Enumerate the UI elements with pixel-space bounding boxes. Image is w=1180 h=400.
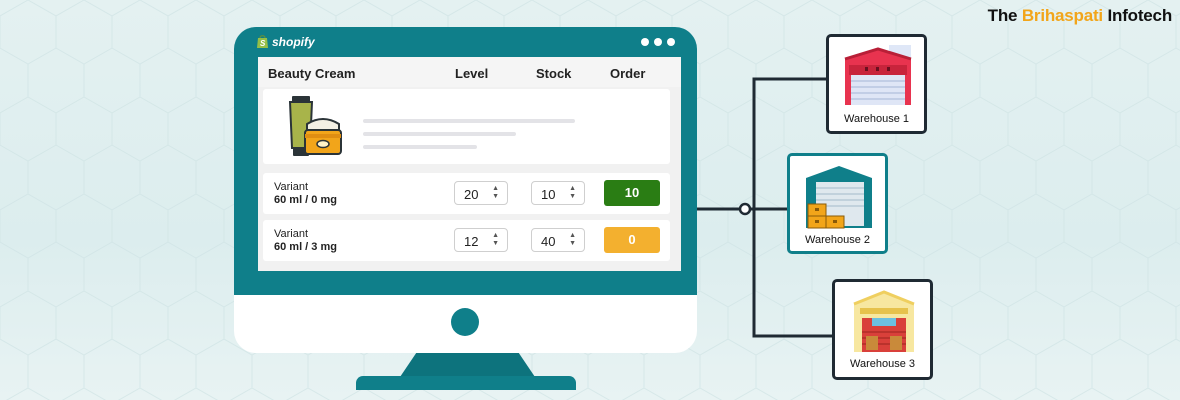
product-title: Beauty Cream: [268, 66, 356, 81]
placeholder-line: [363, 145, 477, 149]
monitor-base: [356, 376, 576, 390]
stock-value: 40: [541, 234, 556, 249]
warehouse-teal-icon: [806, 166, 872, 229]
power-button: [451, 308, 479, 336]
variant-info: Variant 60 ml / 0 mg: [274, 181, 337, 207]
svg-text:S: S: [260, 39, 266, 48]
variant-info: Variant 60 ml / 3 mg: [274, 228, 337, 254]
order-badge: 0: [604, 227, 660, 253]
shopify-logo: S shopify: [256, 34, 315, 49]
warehouse-label: Warehouse 2: [804, 234, 871, 246]
stepper-arrows-icon[interactable]: ▲▼: [492, 232, 499, 247]
product-card: [263, 89, 670, 164]
app-screen: Beauty Cream Level Stock Order: [258, 57, 681, 271]
level-value: 20: [464, 187, 479, 202]
window-menu-dots[interactable]: [641, 38, 675, 46]
placeholder-line: [363, 119, 575, 123]
warehouse-red-icon: [844, 45, 912, 105]
monitor: S shopify Beauty Cream Level Stock Order: [234, 27, 697, 353]
warehouse-label: Warehouse 1: [843, 113, 910, 125]
stepper-arrows-icon[interactable]: ▲▼: [569, 232, 576, 247]
table-header: Beauty Cream Level Stock Order: [258, 57, 681, 87]
beauty-cream-icon: [288, 96, 342, 156]
stepper-arrows-icon[interactable]: ▲▼: [569, 185, 576, 200]
stock-stepper[interactable]: 40 ▲▼: [531, 228, 585, 252]
monitor-bezel: S shopify Beauty Cream Level Stock Order: [234, 27, 697, 295]
variant-row: Variant 60 ml / 3 mg 12 ▲▼ 40 ▲▼ 0: [263, 220, 670, 261]
column-level: Level: [455, 66, 489, 81]
warehouse-yellow-icon: [853, 290, 915, 352]
warehouse-label: Warehouse 3: [849, 358, 916, 370]
order-badge: 10: [604, 180, 660, 206]
level-stepper[interactable]: 20 ▲▼: [454, 181, 508, 205]
stock-stepper[interactable]: 10 ▲▼: [531, 181, 585, 205]
warehouse-card-3[interactable]: Warehouse 3: [832, 279, 933, 380]
column-stock: Stock: [536, 66, 572, 81]
warehouse-card-1[interactable]: Warehouse 1: [826, 34, 927, 134]
stepper-arrows-icon[interactable]: ▲▼: [492, 185, 499, 200]
level-value: 12: [464, 234, 479, 249]
column-order: Order: [610, 66, 646, 81]
variant-value: 60 ml / 3 mg: [274, 241, 337, 253]
variant-label: Variant: [274, 181, 309, 193]
brand-logo: The Brihaspati Infotech: [987, 6, 1173, 25]
variant-row: Variant 60 ml / 0 mg 20 ▲▼ 10 ▲▼ 10: [263, 173, 670, 214]
variant-label: Variant: [274, 228, 309, 240]
stock-value: 10: [541, 187, 556, 202]
monitor-neck: [400, 353, 535, 377]
warehouse-card-2[interactable]: Warehouse 2: [787, 153, 888, 254]
variant-value: 60 ml / 0 mg: [274, 194, 337, 206]
level-stepper[interactable]: 12 ▲▼: [454, 228, 508, 252]
placeholder-line: [363, 132, 516, 136]
shopify-bag-icon: S: [257, 35, 268, 48]
